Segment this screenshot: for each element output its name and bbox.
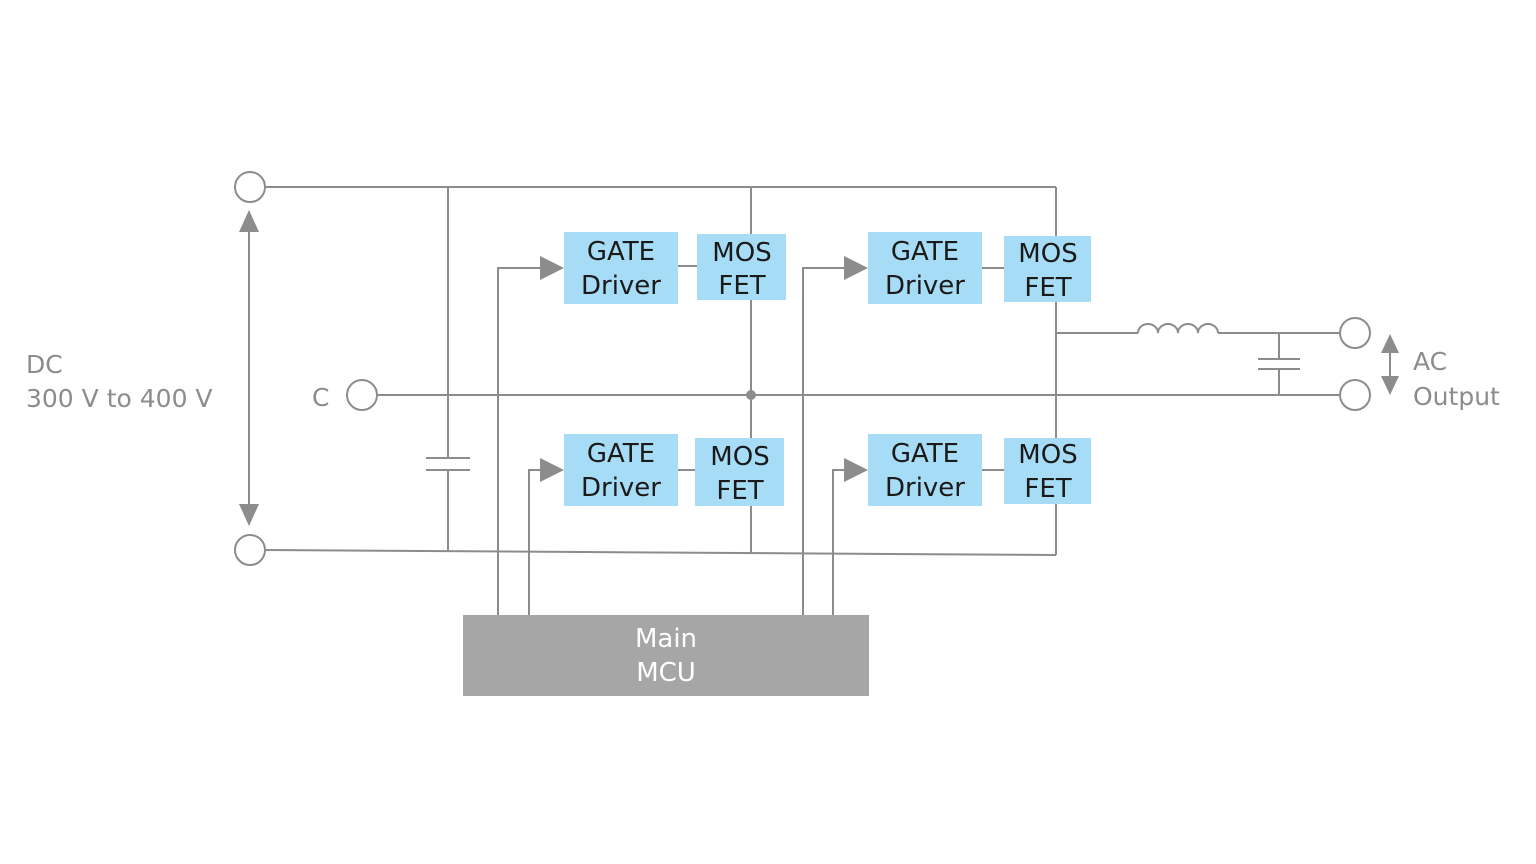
- gate-driver-4-line1: GATE: [891, 439, 959, 469]
- dc-label-line1: DC: [26, 350, 63, 379]
- mosfet-4: MOS FET: [1004, 438, 1091, 504]
- gate-driver-2-line1: GATE: [891, 237, 959, 267]
- gate-driver-1-line2: Driver: [581, 271, 661, 301]
- center-tap-terminal: [346, 379, 378, 411]
- gate-driver-4: GATE Driver: [868, 434, 982, 506]
- control-line-4: [832, 458, 868, 615]
- mcu-line2: MCU: [636, 658, 696, 688]
- mosfet-1-line1: MOS: [712, 238, 771, 268]
- mosfet-2: MOS FET: [1004, 236, 1091, 303]
- gate-driver-3-line2: Driver: [581, 473, 661, 503]
- gate-driver-1-line1: GATE: [587, 237, 655, 267]
- gate-driver-2: GATE Driver: [868, 232, 982, 304]
- output-capacitor: [1258, 333, 1300, 395]
- dc-positive-terminal: [234, 171, 266, 203]
- ac-label-line2: Output: [1413, 382, 1500, 411]
- gate-driver-3-line1: GATE: [587, 439, 655, 469]
- mosfet-1-line2: FET: [718, 271, 765, 301]
- main-mcu-block: Main MCU: [463, 615, 869, 696]
- dc-voltage-arrow: [239, 210, 259, 526]
- gate-driver-2-line2: Driver: [885, 271, 965, 301]
- ac-output-terminal-top: [1339, 317, 1371, 349]
- mcu-line1: Main: [635, 624, 697, 654]
- mosfet-2-line1: MOS: [1018, 239, 1077, 269]
- mosfet-1: MOS FET: [697, 234, 786, 301]
- ac-output-arrow: [1381, 334, 1399, 395]
- gate-driver-1: GATE Driver: [564, 232, 678, 304]
- mosfet-3-line2: FET: [716, 476, 763, 506]
- mosfet-4-line2: FET: [1024, 474, 1071, 504]
- center-tap-label: C: [312, 383, 329, 412]
- center-junction-dot: [746, 390, 756, 400]
- control-line-2: [802, 256, 868, 615]
- output-inductor: [1056, 323, 1339, 334]
- dc-negative-terminal: [234, 534, 266, 566]
- mosfet-3: MOS FET: [695, 438, 784, 506]
- ac-label-line1: AC: [1413, 347, 1447, 376]
- control-line-1: [497, 256, 564, 615]
- negative-rail: [265, 549, 1057, 556]
- gate-driver-4-line2: Driver: [885, 473, 965, 503]
- bus-capacitor: [426, 187, 470, 552]
- mosfet-3-line1: MOS: [710, 442, 769, 472]
- control-line-3: [528, 458, 564, 615]
- ac-output-terminal-bottom: [1339, 379, 1371, 411]
- mosfet-2-line2: FET: [1024, 273, 1071, 303]
- gate-driver-3: GATE Driver: [564, 434, 678, 506]
- dc-label-line2: 300 V to 400 V: [26, 384, 213, 413]
- mosfet-4-line1: MOS: [1018, 440, 1077, 470]
